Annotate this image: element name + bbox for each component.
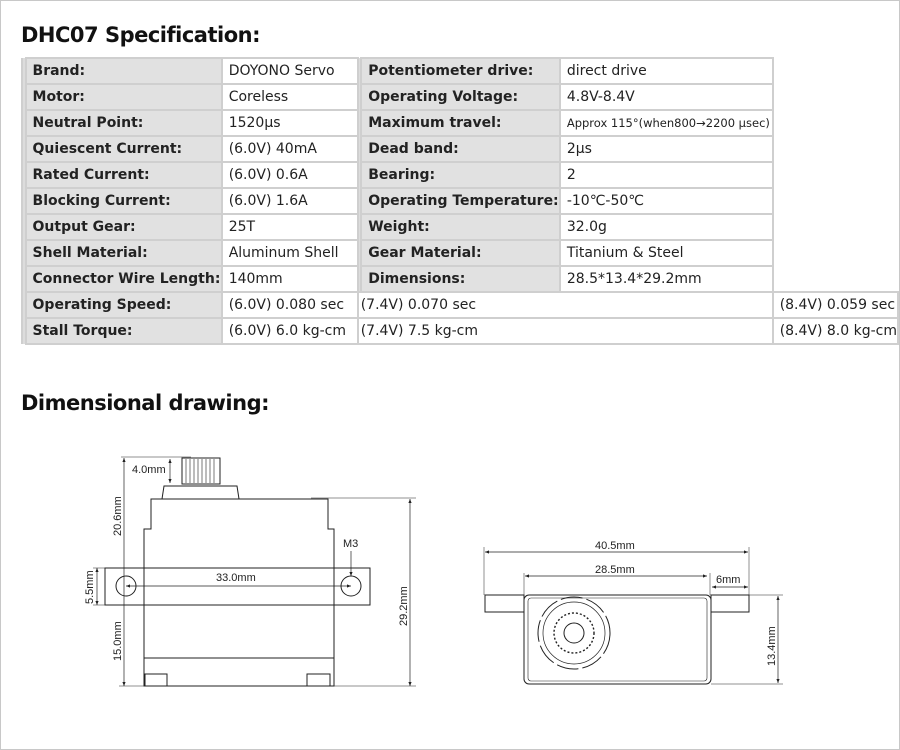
spec-value: (8.4V) 0.059 sec xyxy=(771,291,899,319)
body-length-label: 28.5mm xyxy=(595,564,635,576)
spec-label: Bearing: xyxy=(360,161,561,189)
spec-value: 25T xyxy=(220,213,359,241)
spec-label: Shell Material: xyxy=(24,239,223,267)
spec-label: Blocking Current: xyxy=(24,187,223,215)
width-label: 13.4mm xyxy=(766,626,778,666)
total-height-label: 29.2mm xyxy=(398,586,410,626)
total-length-label: 40.5mm xyxy=(595,540,635,552)
spec-label: Weight: xyxy=(360,213,561,241)
spec-label: Dimensions: xyxy=(360,265,561,293)
spec-value: 28.5*13.4*29.2mm xyxy=(558,265,774,293)
spec-value: 1520μs xyxy=(220,109,359,137)
spec-value: (6.0V) 6.0 kg-cm xyxy=(220,317,359,345)
spec-value: (8.4V) 8.0 kg-cm xyxy=(771,317,899,345)
upper-height-label: 20.6mm xyxy=(112,496,124,536)
spec-value: (6.0V) 1.6A xyxy=(220,187,359,215)
spec-value: DOYONO Servo xyxy=(220,57,359,85)
lower-height-label: 15.0mm xyxy=(112,621,124,661)
spec-label: Connector Wire Length: xyxy=(24,265,223,293)
spec-value: Aluminum Shell xyxy=(220,239,359,267)
side-view: 33.0mm M3 20.6mm 15.0mm 4.0mm 5.5mm 29.2… xyxy=(84,456,416,687)
spec-label: Motor: xyxy=(24,83,223,111)
spec-label: Maximum travel: xyxy=(360,109,561,137)
spec-value: 2μs xyxy=(558,135,774,163)
spec-value: -10℃-50℃ xyxy=(558,187,774,215)
spec-label: Operating Speed: xyxy=(24,291,223,319)
spec-row-torque: Stall Torque:(6.0V) 6.0 kg-cm(7.4V) 7.5 … xyxy=(21,317,899,345)
spec-value: (6.0V) 0.080 sec xyxy=(220,291,359,319)
spec-label: Operating Temperature: xyxy=(360,187,561,215)
spec-value: Approx 115°(when800→2200 μsec) xyxy=(558,109,774,137)
spec-row-speed: Operating Speed:(6.0V) 0.080 sec(7.4V) 0… xyxy=(21,291,899,319)
spec-label: Neutral Point: xyxy=(24,109,223,137)
hole-spacing-label: 33.0mm xyxy=(216,572,256,584)
spec-label: Operating Voltage: xyxy=(360,83,561,111)
spec-label: Gear Material: xyxy=(360,239,561,267)
spec-value: Titanium & Steel xyxy=(558,239,774,267)
spec-label: Rated Current: xyxy=(24,161,223,189)
spec-value: 4.8V-8.4V xyxy=(558,83,774,111)
spec-label: Brand: xyxy=(24,57,223,85)
spec-value: (6.0V) 40mA xyxy=(220,135,359,163)
output-gear-top xyxy=(553,612,595,654)
spec-title: DHC07 Specification: xyxy=(21,23,260,47)
output-gear xyxy=(181,457,221,485)
tab-length-label: 6mm xyxy=(716,574,740,586)
spec-label: Output Gear: xyxy=(24,213,223,241)
spec-value: (7.4V) 0.070 sec xyxy=(356,291,774,319)
spec-label: Quiescent Current: xyxy=(24,135,223,163)
top-view: 40.5mm 28.5mm 6mm 13.4mm xyxy=(483,540,783,685)
spec-value: 140mm xyxy=(220,265,359,293)
spec-value: (7.4V) 7.5 kg-cm xyxy=(356,317,774,345)
mounting-flange xyxy=(104,567,371,606)
gear-height-label: 4.0mm xyxy=(132,464,166,476)
spec-value: 32.0g xyxy=(558,213,774,241)
horn-spline xyxy=(537,596,611,670)
spec-value: direct drive xyxy=(558,57,774,85)
flange-thickness-label: 5.5mm xyxy=(84,570,96,604)
spec-label: Stall Torque: xyxy=(24,317,223,345)
screw-label: M3 xyxy=(343,538,358,550)
spec-value: 2 xyxy=(558,161,774,189)
spec-label: Potentiometer drive: xyxy=(360,57,561,85)
top-body xyxy=(523,594,712,685)
drawing-title: Dimensional drawing: xyxy=(21,391,270,415)
spec-value: (6.0V) 0.6A xyxy=(220,161,359,189)
spec-value: Coreless xyxy=(220,83,359,111)
tab-left xyxy=(484,594,525,613)
spec-label: Dead band: xyxy=(360,135,561,163)
tab-right xyxy=(710,594,750,613)
